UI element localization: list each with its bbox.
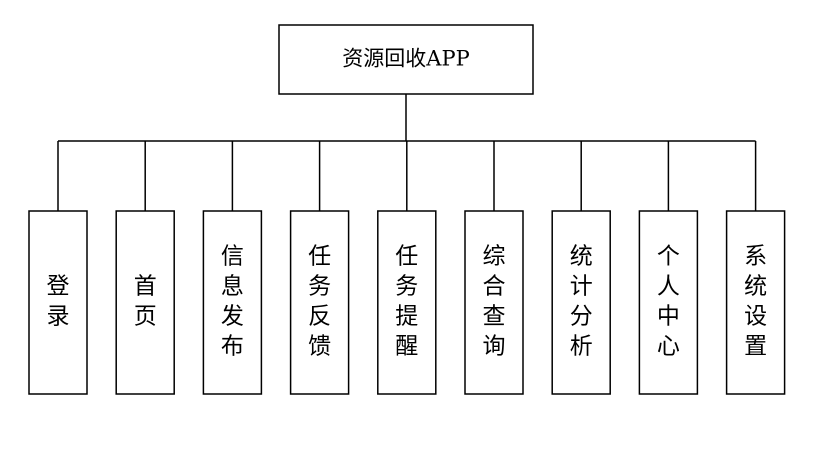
child-node: 系统设置 (725, 210, 786, 395)
child-label: 统计分析 (570, 244, 593, 360)
child-label: 综合查询 (483, 244, 506, 360)
child-label: 任务提醒 (395, 244, 418, 360)
root-label: 资源回收APP (342, 47, 469, 71)
child-node: 统计分析 (551, 210, 611, 395)
child-node: 综合查询 (464, 210, 524, 395)
child-label: 系统设置 (744, 244, 767, 360)
child-label: 首页 (134, 274, 157, 330)
child-box (464, 210, 524, 395)
child-node: 个人中心 (638, 210, 699, 395)
connector-lines (57, 94, 757, 211)
child-label: 个人中心 (657, 244, 680, 360)
child-label: 任务反馈 (308, 244, 331, 360)
child-box (551, 210, 611, 395)
child-box (725, 210, 786, 395)
child-box (202, 210, 263, 395)
child-node: 首页 (115, 210, 175, 395)
child-box (115, 210, 175, 395)
child-box (377, 210, 437, 395)
child-box (28, 210, 88, 395)
child-node: 登录 (28, 210, 88, 395)
root-box (278, 24, 534, 95)
child-nodes: 登录 首页 信息发布 任务反馈 任务提醒 综合查询 统计分析 个人中心 系统设置 (28, 210, 786, 395)
child-label: 登录 (47, 274, 70, 330)
child-node: 信息发布 (202, 210, 263, 395)
child-box (638, 210, 699, 395)
child-node: 任务反馈 (289, 210, 350, 395)
root-node: 资源回收APP (278, 24, 534, 95)
child-label: 信息发布 (221, 244, 244, 360)
child-box (289, 210, 350, 395)
child-node: 任务提醒 (377, 210, 437, 395)
